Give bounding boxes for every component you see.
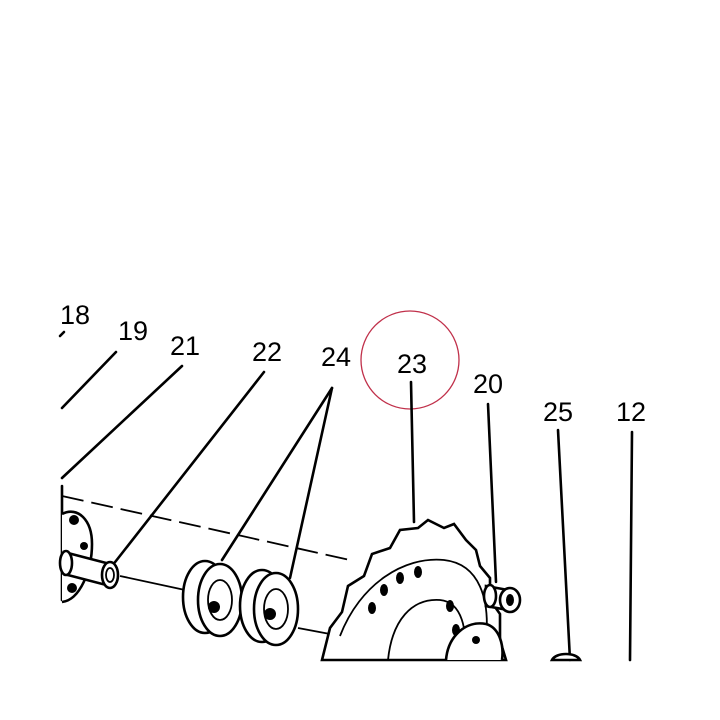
label-20: 20	[473, 369, 503, 399]
label-12: 12	[616, 397, 646, 427]
label-25: 25	[543, 397, 573, 427]
label-19: 19	[118, 316, 148, 346]
bearing-1	[181, 559, 244, 638]
label-23: 23	[397, 349, 427, 379]
bushing-20	[482, 583, 522, 614]
hub-assembly	[60, 484, 94, 604]
leader-lines	[58, 330, 634, 662]
leader-18	[58, 330, 66, 338]
leader-25	[556, 428, 572, 662]
spacer-bushing	[58, 549, 120, 590]
label-24: 24	[321, 342, 351, 372]
label-18: 18	[60, 300, 90, 330]
label-21: 21	[170, 331, 200, 361]
label-22: 22	[252, 337, 282, 367]
leader-23	[409, 380, 416, 524]
bearing-2	[238, 568, 300, 647]
sprocket	[320, 518, 508, 662]
leader-20	[486, 402, 498, 584]
nut-25	[549, 652, 583, 662]
leader-24a	[220, 386, 334, 562]
leader-12	[628, 430, 634, 662]
leader-21	[60, 364, 184, 480]
leader-24b	[288, 386, 334, 580]
highlight-circle	[360, 310, 460, 410]
leader-19	[60, 350, 118, 410]
leader-22	[110, 370, 266, 568]
